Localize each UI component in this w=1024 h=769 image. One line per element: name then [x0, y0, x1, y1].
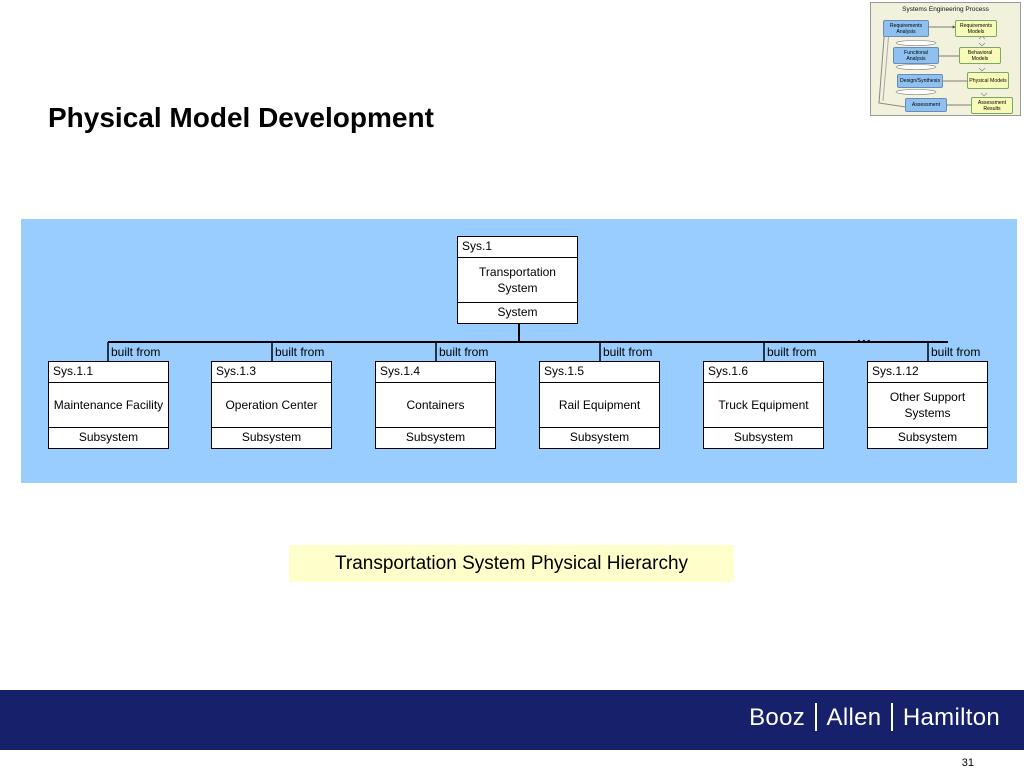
block-stereotype: Subsystem: [569, 430, 630, 444]
step-assessment: Assessment: [905, 98, 947, 112]
step-design-synthesis: Design/Synthesis: [897, 74, 943, 88]
block-name: Operation Center: [212, 383, 331, 428]
process-connectors: [878, 24, 1002, 111]
block-id: Sys.1.4: [376, 362, 495, 383]
relation-label: built from: [111, 345, 161, 359]
block-id: Sys.1.6: [704, 362, 823, 383]
step-requirements-analysis: Requirements Analysis: [883, 20, 929, 37]
footer-bar: Booz Allen Hamilton: [0, 690, 1024, 750]
block-id: Sys.1.1: [49, 362, 168, 383]
block-id: Sys.1: [458, 237, 577, 258]
brand-word: Hamilton: [902, 704, 1000, 731]
model-physical: Physical Models: [967, 72, 1009, 89]
relation-label: built from: [931, 345, 981, 359]
block-name: Maintenance Facility: [49, 383, 168, 428]
relation-label: built from: [767, 345, 817, 359]
brand-logo: Booz Allen Hamilton: [749, 702, 1000, 733]
block-stereotype: Subsystem: [78, 430, 139, 444]
relation-label: built from: [275, 345, 325, 359]
block-name: Transportation System: [458, 258, 577, 303]
page-number: 31: [961, 757, 974, 769]
subsystem-block[interactable]: Sys.1.6 Truck Equipment Subsystem: [703, 361, 824, 449]
hierarchy-diagram: Sys.1 Transportation System System ... b…: [21, 219, 1017, 483]
block-name: Truck Equipment: [704, 383, 823, 428]
block-name: Other Support Systems: [868, 383, 987, 428]
root-block[interactable]: Sys.1 Transportation System System: [457, 236, 578, 324]
relation-label: built from: [439, 345, 489, 359]
block-stereotype: Subsystem: [733, 430, 794, 444]
block-stereotype: Subsystem: [241, 430, 302, 444]
subsystem-block[interactable]: Sys.1.4 Containers Subsystem: [375, 361, 496, 449]
brand-separator: [891, 702, 893, 731]
block-stereotype: Subsystem: [405, 430, 466, 444]
process-thumbnail: Systems Engineering Process Requirements…: [870, 2, 1021, 116]
brand-word: Booz: [749, 704, 806, 731]
block-id: Sys.1.3: [212, 362, 331, 383]
process-title: Systems Engineering Process: [902, 6, 989, 13]
subsystem-block[interactable]: Sys.1.12 Other Support Systems Subsystem: [867, 361, 988, 449]
brand-word: Allen: [826, 704, 882, 731]
ellipsis: ...: [857, 329, 872, 345]
block-name: Containers: [376, 383, 495, 428]
subsystem-block[interactable]: Sys.1.1 Maintenance Facility Subsystem: [48, 361, 169, 449]
model-assessment-results: Assessment Results: [971, 97, 1013, 114]
subsystem-block[interactable]: Sys.1.3 Operation Center Subsystem: [211, 361, 332, 449]
block-stereotype: System: [497, 305, 538, 319]
block-stereotype: Subsystem: [897, 430, 958, 444]
block-id: Sys.1.12: [868, 362, 987, 383]
slide-title: Physical Model Development: [48, 102, 434, 133]
step-functional-analysis: Functional Analysis: [893, 47, 939, 64]
model-requirements: Requirements Models: [955, 20, 997, 37]
subsystem-block[interactable]: Sys.1.5 Rail Equipment Subsystem: [539, 361, 660, 449]
block-name: Rail Equipment: [540, 383, 659, 428]
model-behavioral: Behavioral Models: [959, 47, 1001, 64]
block-id: Sys.1.5: [540, 362, 659, 383]
relation-label: built from: [603, 345, 653, 359]
diagram-caption: Transportation System Physical Hierarchy: [289, 545, 734, 582]
brand-separator: [815, 702, 817, 731]
